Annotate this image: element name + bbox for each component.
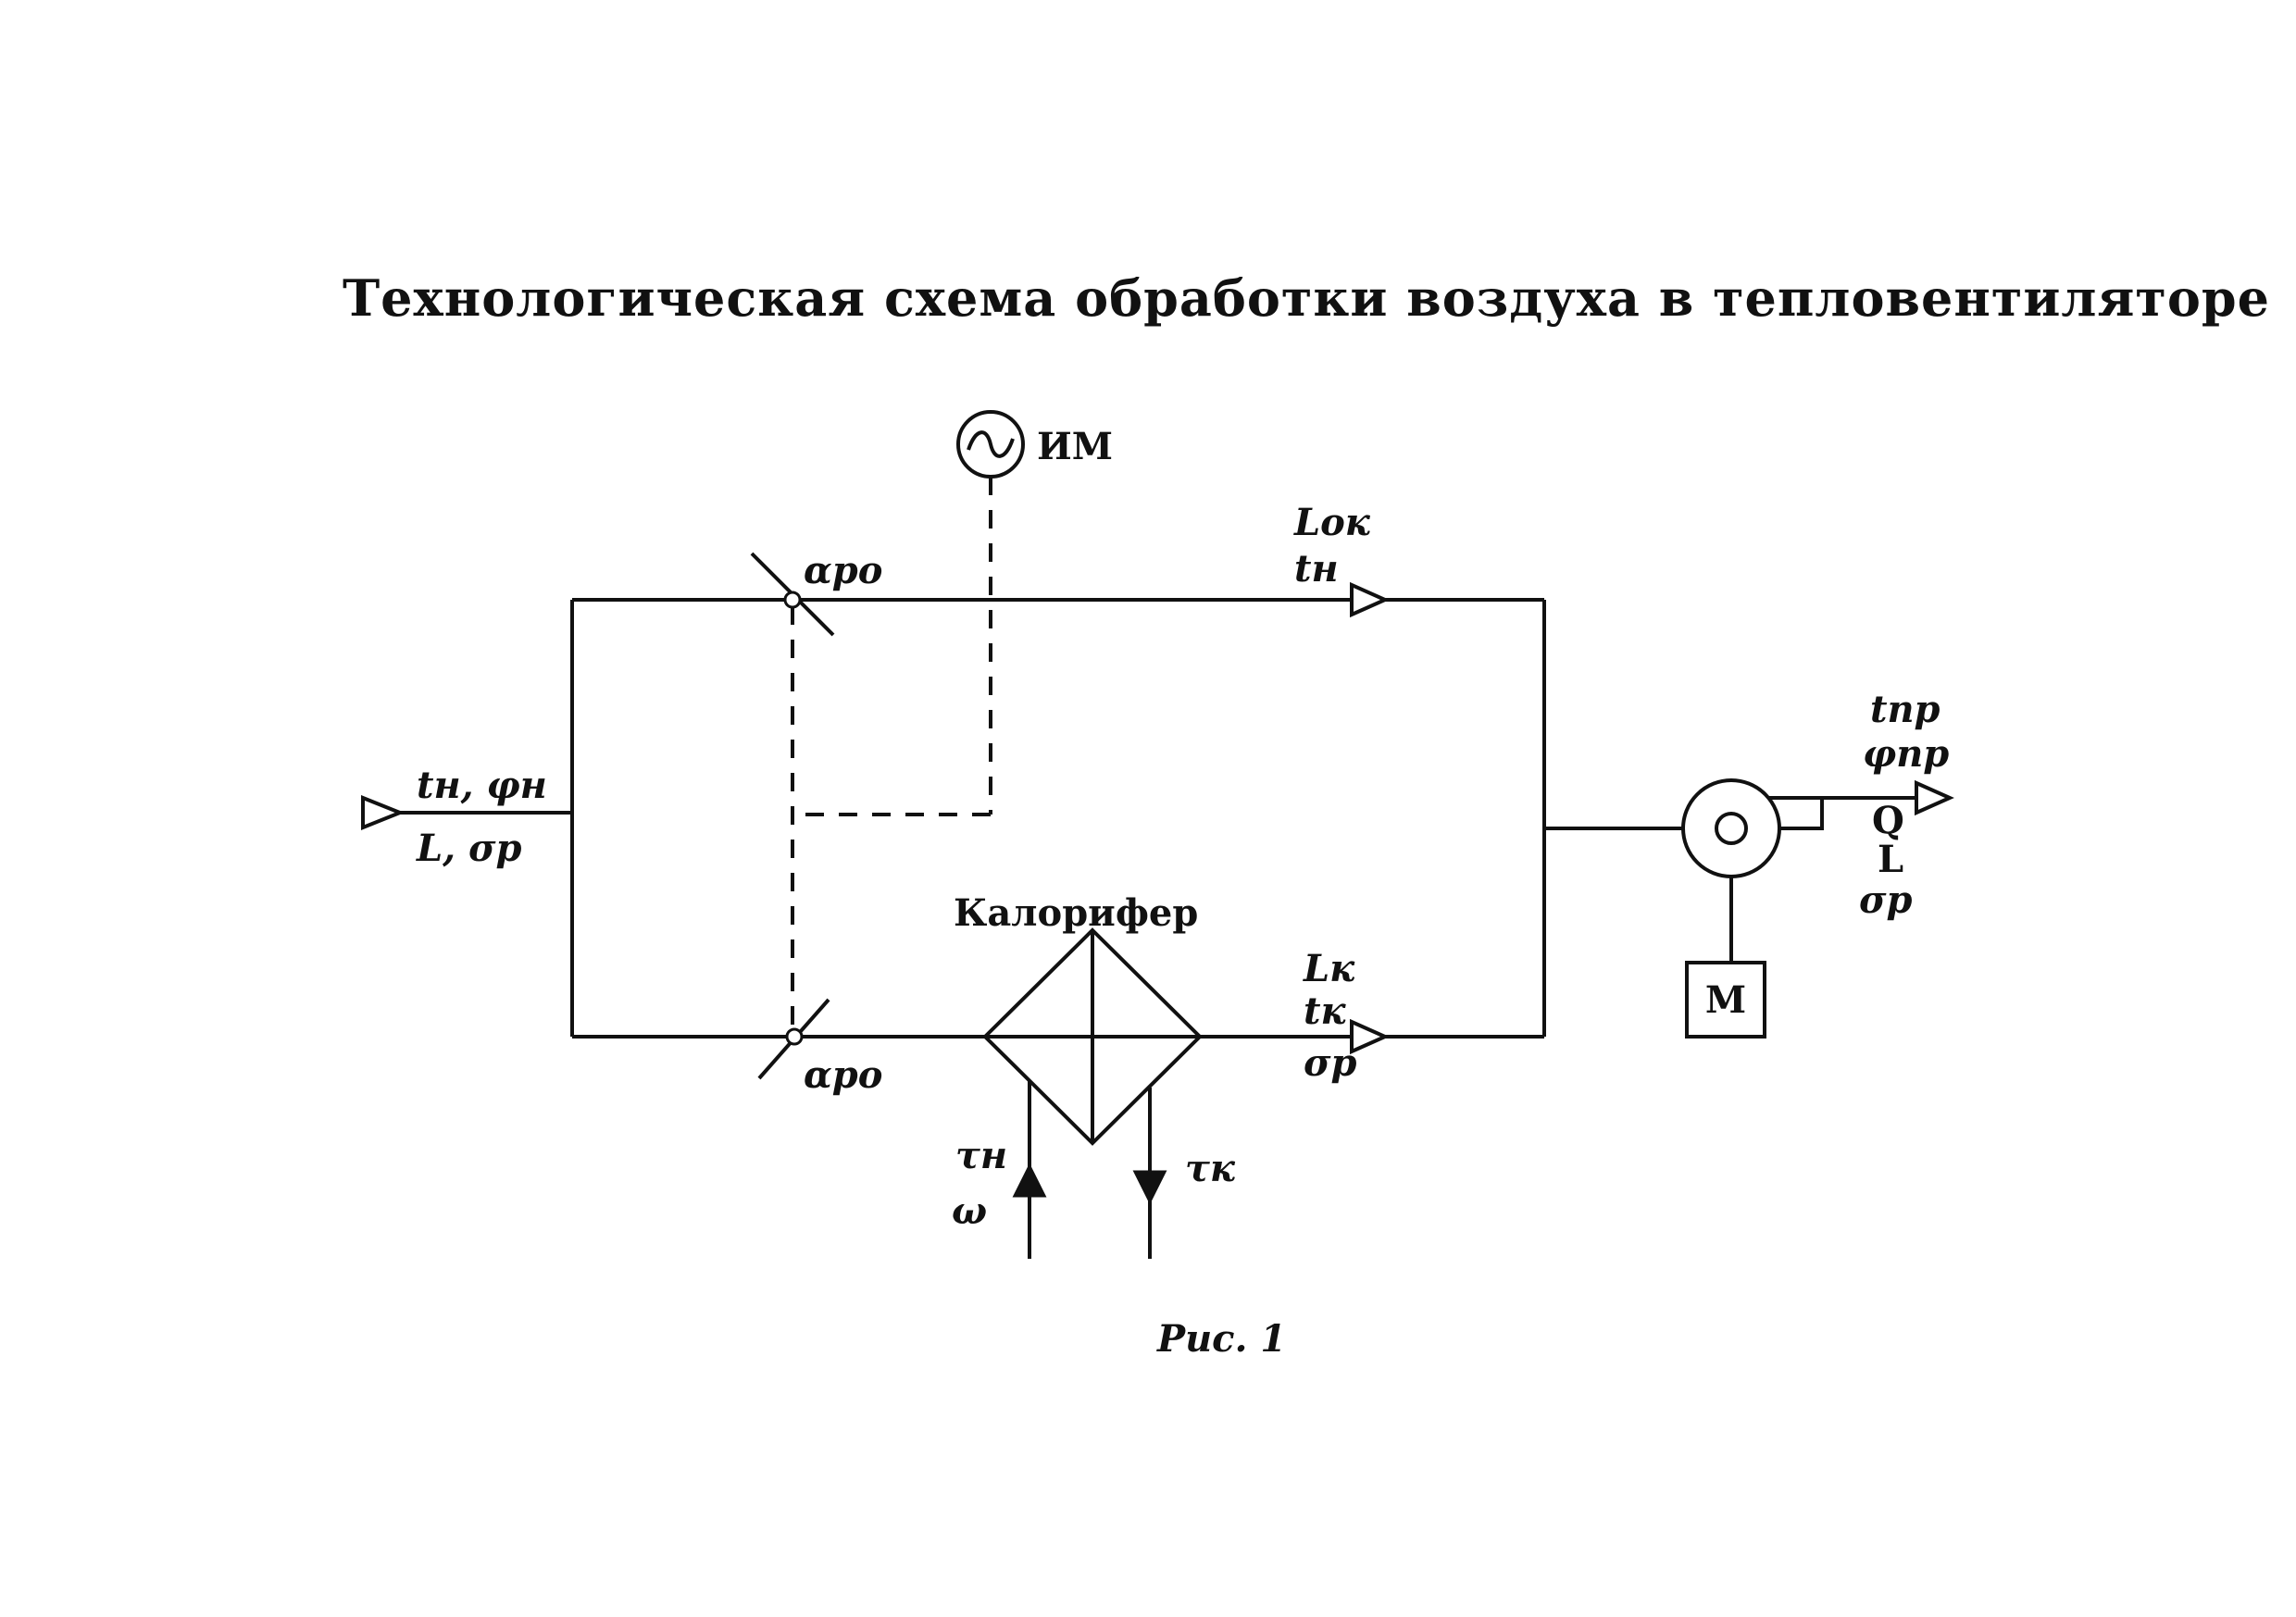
outlet-label-5: σр: [1859, 878, 1912, 922]
heater-branch-label-2: tк: [1304, 989, 1346, 1033]
inlet-params-top: tн, φн: [417, 764, 547, 807]
heater-label: Калорифер: [954, 891, 1198, 935]
inlet-arrow-icon: [361, 795, 406, 830]
heater-branch-label-3: σр: [1304, 1041, 1356, 1085]
motor: [1685, 961, 1766, 1039]
inlet-params-bottom: L, σр: [416, 827, 521, 870]
heat-supply: [1012, 1081, 1047, 1259]
outlet-label-1: tпр: [1870, 688, 1940, 731]
bypass-arrow-icon: [1350, 581, 1390, 618]
actuator-label: ИМ: [1037, 425, 1113, 468]
heat-return-label: τк: [1185, 1147, 1236, 1190]
actuator: [956, 410, 1025, 479]
heater: [982, 927, 1203, 1146]
fan-outlet-nozzle-icon: [1768, 796, 1824, 830]
control-linkage: [791, 477, 992, 1030]
damper-bottom: [757, 998, 830, 1080]
bypass-label-1: Lок: [1293, 501, 1371, 544]
damper-top-pivot-icon: [783, 591, 802, 609]
outlet-label-4: L: [1878, 838, 1903, 881]
heater-branch-arrow-icon: [1350, 1018, 1390, 1055]
heat-supply-label-1: τн: [955, 1134, 1007, 1177]
heat-return: [1132, 1088, 1167, 1259]
heat-supply-arrow-icon: [1012, 1163, 1047, 1198]
damper-bottom-label: αро: [804, 1053, 882, 1097]
outlet-arrow-icon: [1915, 779, 1954, 816]
motor-box-icon: [1685, 961, 1766, 1039]
figure-caption: Рис. 1: [1156, 1317, 1286, 1361]
motor-label: М: [1705, 978, 1746, 1022]
ac-wave-icon: [967, 430, 1015, 458]
fan: [1681, 778, 1954, 963]
damper-bottom-pivot-icon: [785, 1027, 804, 1046]
outlet-label-3: Q: [1872, 799, 1904, 842]
bypass-label-2: tн: [1294, 547, 1339, 591]
fan-impeller-icon: [1715, 812, 1748, 845]
heat-return-arrow-icon: [1132, 1170, 1167, 1205]
heater-branch-label-1: Lк: [1303, 947, 1355, 990]
outlet-label-2: φпр: [1863, 732, 1949, 776]
damper-top-label: αро: [804, 549, 882, 592]
diagram-title: Технологическая схема обработки воздуха …: [343, 268, 2270, 328]
heat-supply-label-2: ω: [952, 1189, 987, 1233]
inlet-arrow: [361, 795, 572, 830]
